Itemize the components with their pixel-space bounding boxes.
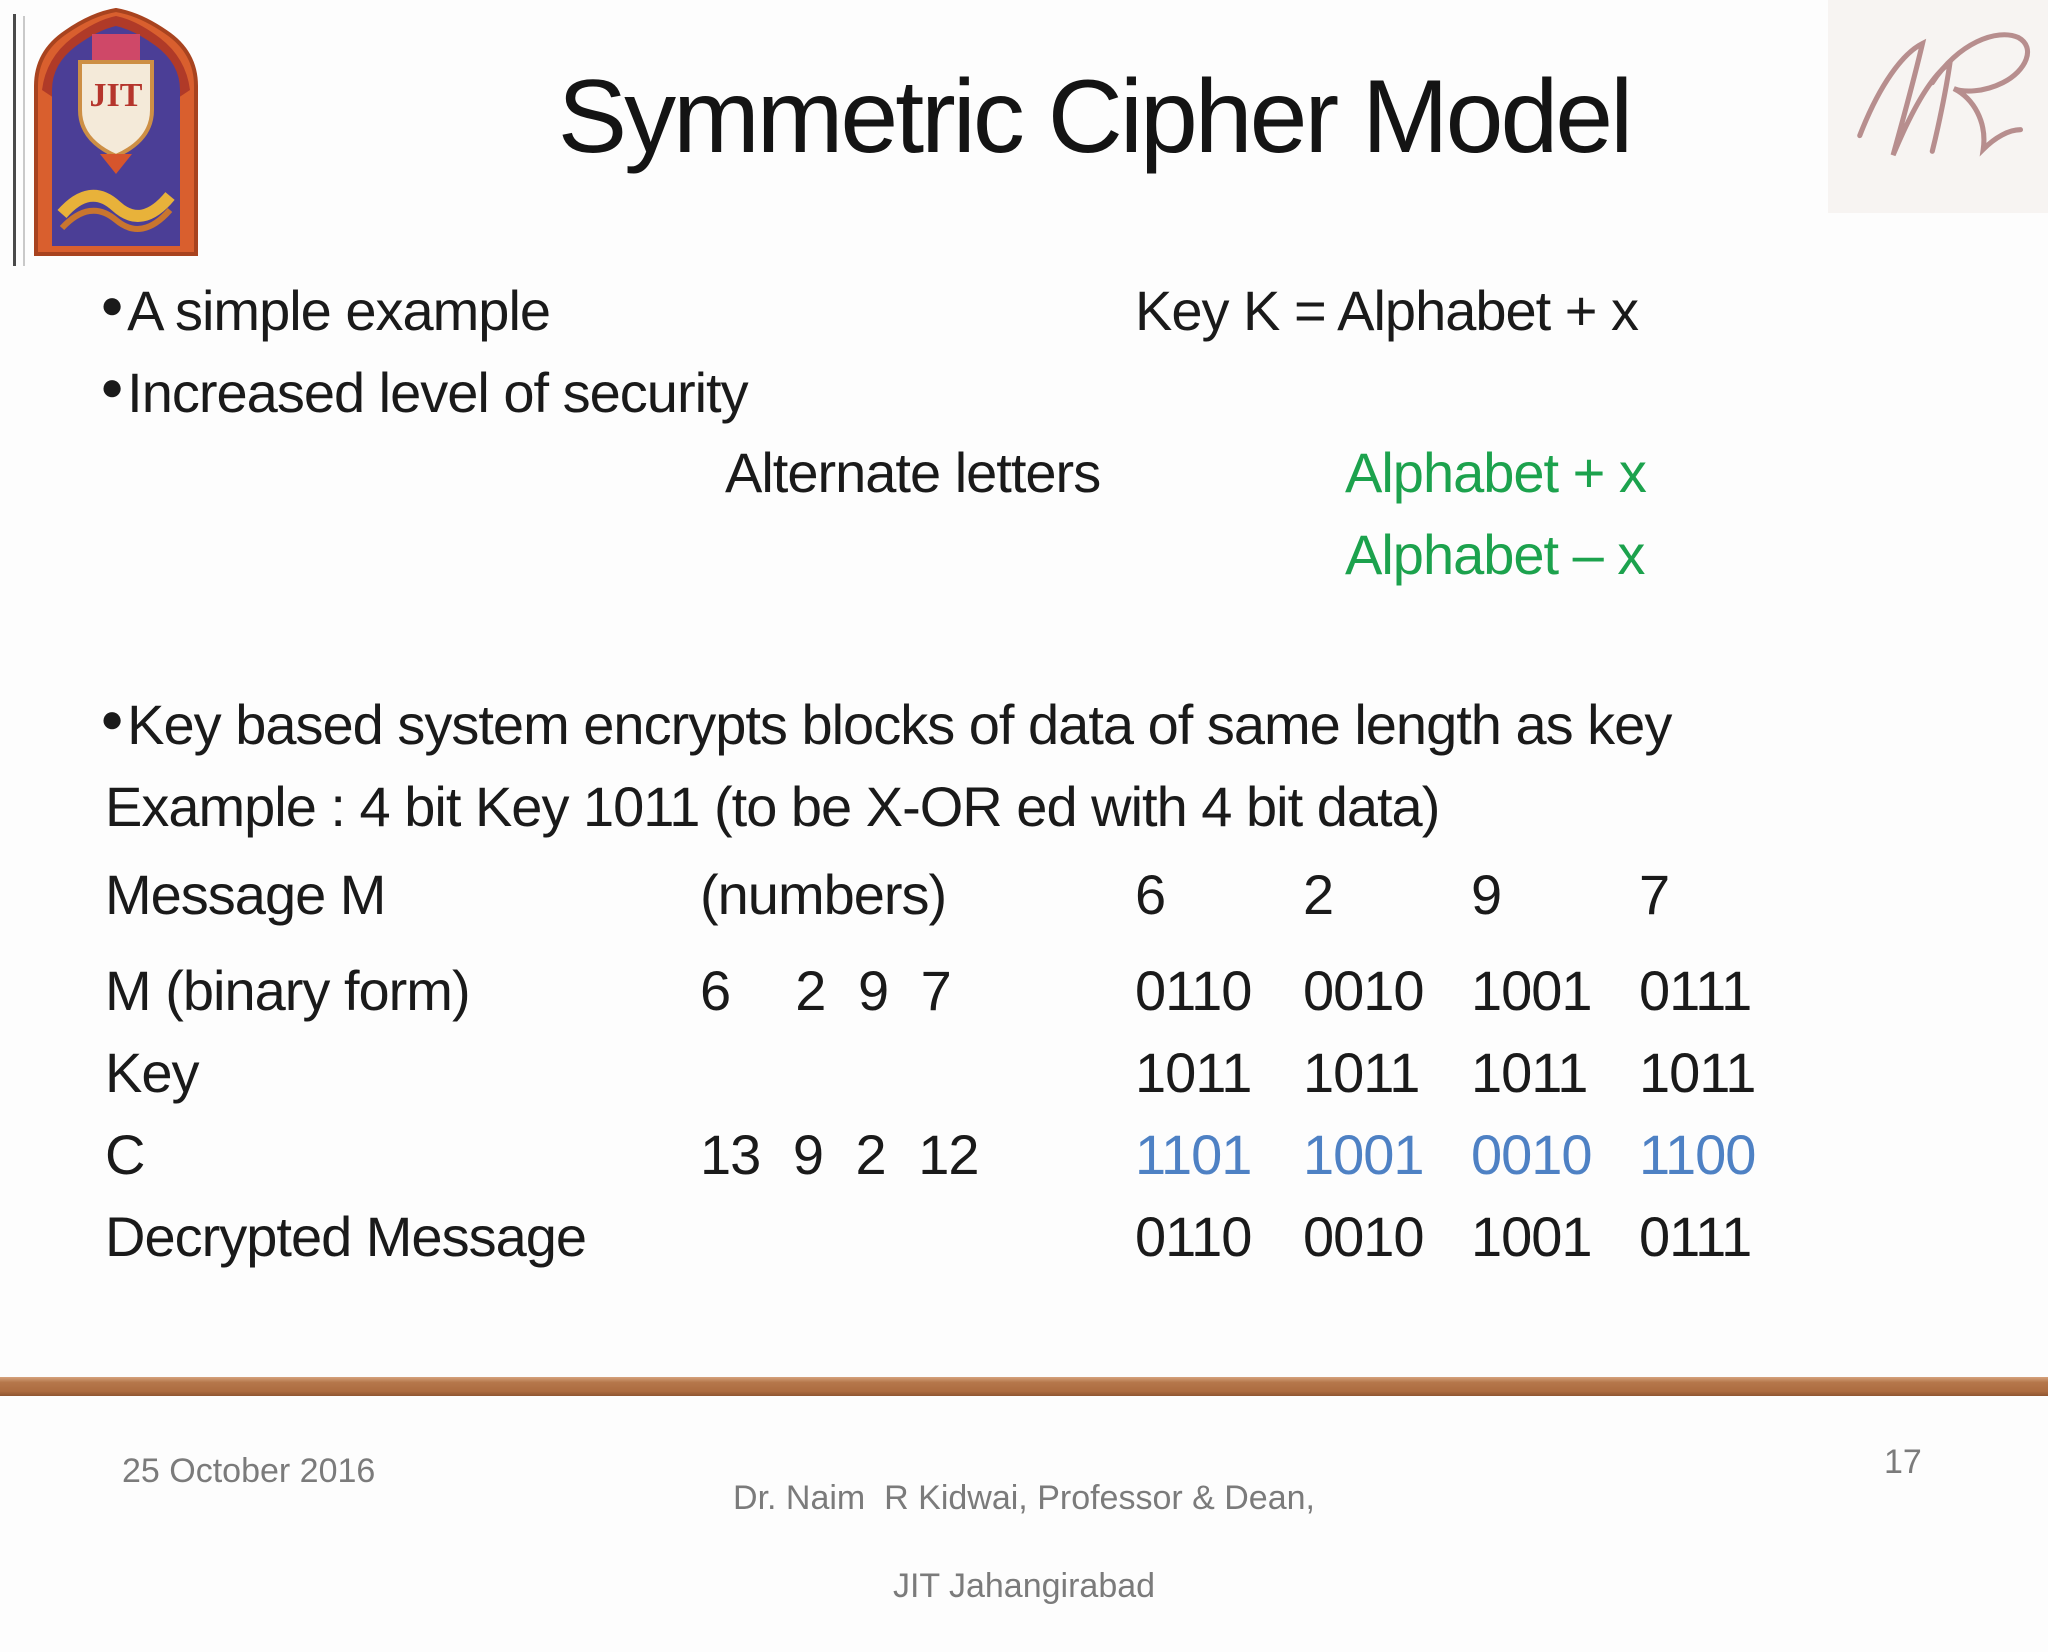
cell: 0010	[1471, 1123, 1593, 1186]
bullet-icon: ●	[100, 365, 124, 409]
cell: 0010	[1303, 959, 1425, 1022]
cell: 0110	[1135, 1205, 1252, 1268]
table-row-message: Message M (numbers) 6 2 9 7	[105, 862, 1865, 944]
bullet3-label: Key based system encrypts blocks of data…	[127, 693, 1672, 756]
jit-logo: JIT	[34, 7, 198, 256]
logo-text: JIT	[90, 77, 143, 114]
cell: 0110	[1135, 959, 1252, 1022]
bullet-simple-example: ●A simple example	[100, 278, 551, 343]
cell: 2	[1303, 863, 1334, 926]
bullet2-label: Increased level of security	[127, 361, 748, 424]
footer-date: 25 October 2016	[122, 1452, 376, 1490]
left-edge-line-light	[23, 16, 25, 266]
bullet-icon: ●	[100, 697, 124, 741]
bullet-key-based: ●Key based system encrypts blocks of dat…	[100, 692, 1672, 757]
row-label: C	[105, 1123, 145, 1186]
example-line: Example : 4 bit Key 1011 (to be X-OR ed …	[105, 775, 1440, 838]
table-row-key: Key 1011 1011 1011 1011	[105, 1040, 1865, 1122]
cell: 9	[1471, 863, 1502, 926]
footer-credit: Dr. Naim R Kidwai, Professor & Dean, JIT…	[574, 1432, 1474, 1652]
table-row-decrypted: Decrypted Message 0110 0010 1001 0111	[105, 1204, 1865, 1286]
left-edge-line	[13, 14, 16, 266]
key-equation: Key K = Alphabet + x	[1135, 279, 1639, 342]
cell: 1011	[1135, 1041, 1252, 1104]
row-mid: 13 9 2 12	[700, 1123, 980, 1186]
footer-credit-line1: Dr. Naim R Kidwai, Professor & Dean,	[733, 1479, 1315, 1517]
alphabet-plus-x: Alphabet + x	[1345, 441, 1647, 504]
cell: 1100	[1639, 1123, 1756, 1186]
cell: 0111	[1639, 959, 1752, 1022]
signature-stroke-n	[1857, 38, 1954, 157]
cell: 1011	[1639, 1041, 1756, 1104]
bullet-increased-security: ●Increased level of security	[100, 360, 749, 425]
table-row-binary: M (binary form) 6 2 9 7 0110 0010 1001 0…	[105, 958, 1865, 1040]
row-mid: (numbers)	[700, 863, 947, 926]
bullet1-label: A simple example	[127, 279, 551, 342]
row-mid: 6 2 9 7	[700, 959, 952, 1022]
divider-bar	[0, 1377, 2048, 1396]
cell: 1011	[1303, 1041, 1420, 1104]
cell: 0111	[1639, 1205, 1752, 1268]
cell: 1101	[1135, 1123, 1252, 1186]
bullet-icon: ●	[100, 283, 124, 327]
logo-wave-gold	[57, 189, 175, 222]
logo-wave-bronze	[59, 207, 173, 232]
row-label: M (binary form)	[105, 959, 471, 1022]
cell: 1001	[1471, 959, 1593, 1022]
slide: JIT Symmetric Cipher Model ●A simple exa…	[0, 0, 2048, 1605]
cell: 0010	[1303, 1205, 1425, 1268]
table-row-cipher: C 13 9 2 12 1101 1001 0010 1100	[105, 1122, 1865, 1204]
row-label: Decrypted Message	[105, 1205, 587, 1268]
slide-title: Symmetric Cipher Model	[557, 59, 1634, 175]
xor-example-table: Message M (numbers) 6 2 9 7 M (binary fo…	[105, 862, 1865, 1286]
cell: 1001	[1303, 1123, 1425, 1186]
cell: 6	[1135, 863, 1166, 926]
cell: 1001	[1471, 1205, 1593, 1268]
alternate-letters-label: Alternate letters	[725, 441, 1101, 504]
footer-page-number: 17	[1884, 1443, 1922, 1481]
nr-signature-icon	[1857, 32, 2031, 157]
row-label: Message M	[105, 863, 386, 926]
cell: 1011	[1471, 1041, 1588, 1104]
cell: 7	[1639, 863, 1670, 926]
signature-stroke-r	[1929, 32, 2031, 157]
alphabet-minus-x: Alphabet – x	[1345, 523, 1645, 586]
logo-chevron	[100, 154, 132, 174]
row-label: Key	[105, 1041, 200, 1104]
footer-credit-line2: JIT Jahangirabad	[892, 1567, 1156, 1605]
